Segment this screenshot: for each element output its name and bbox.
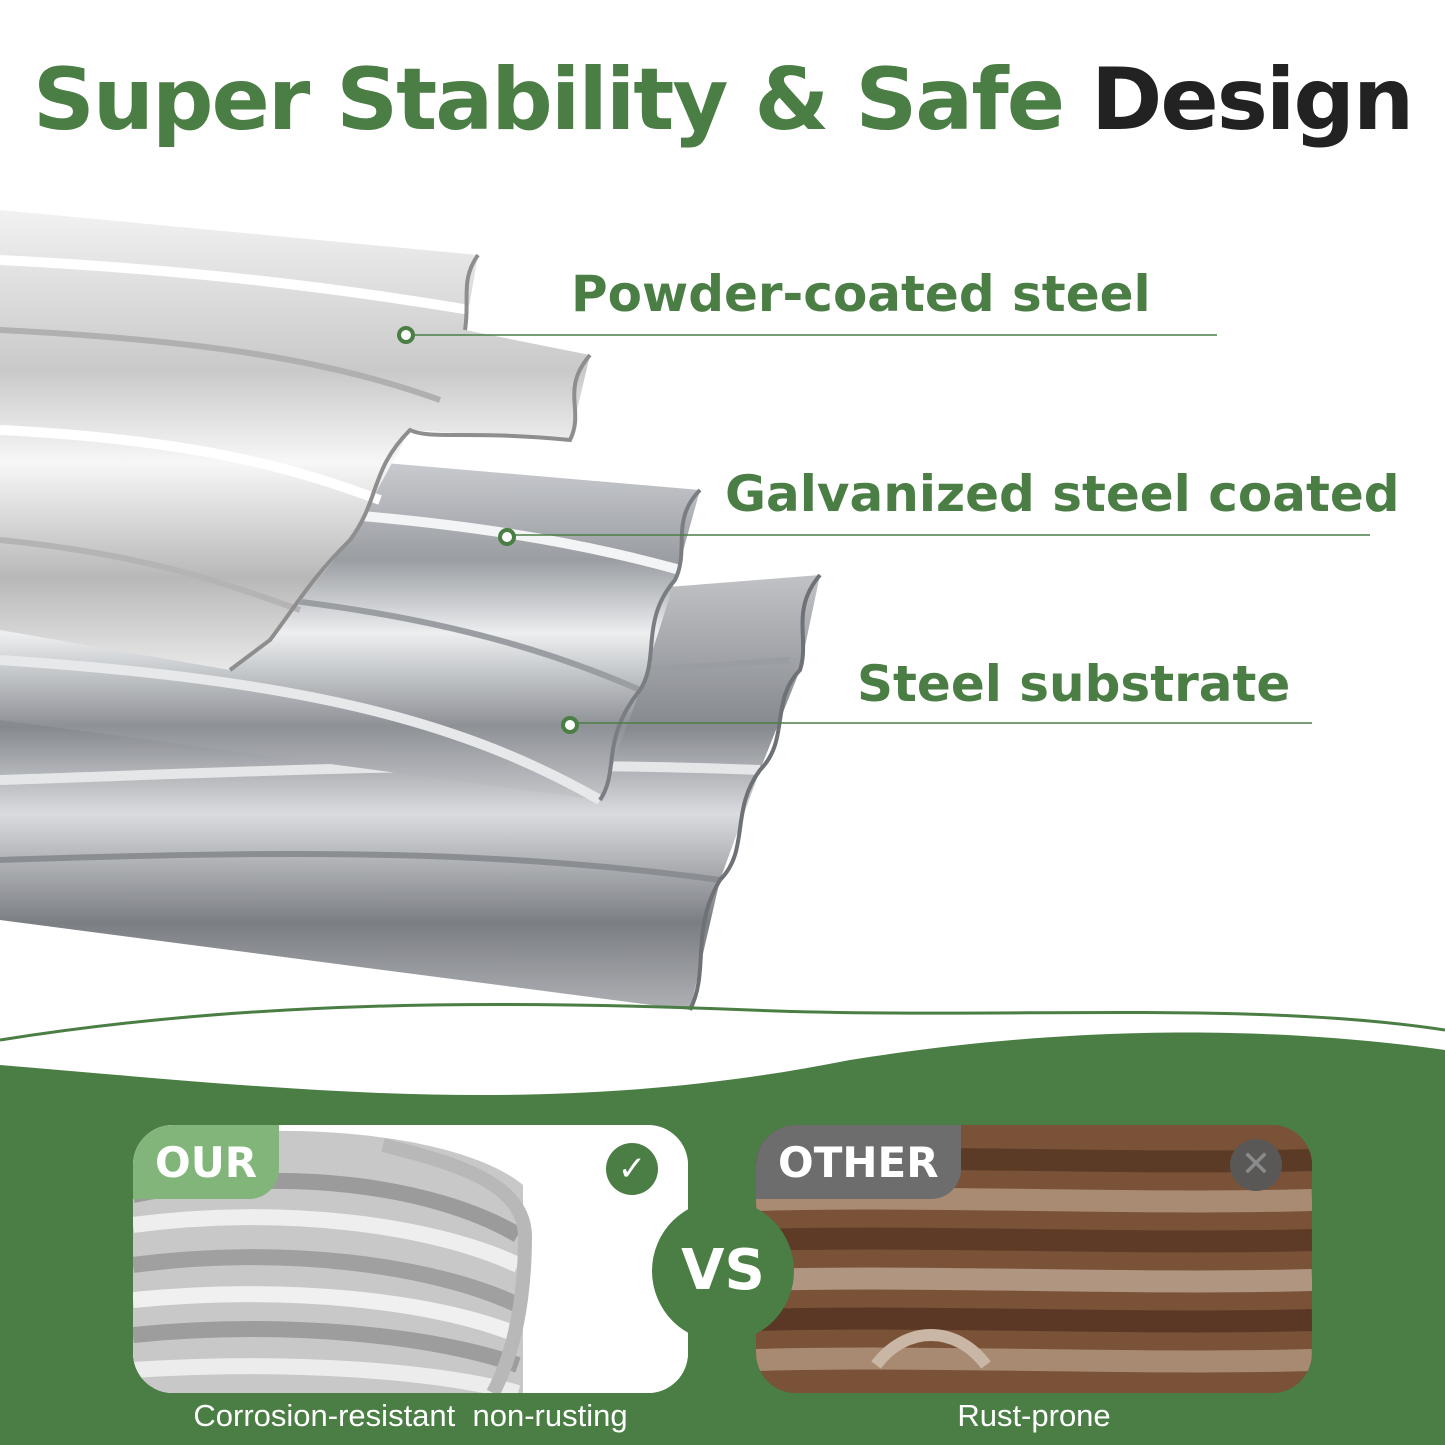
leader-line-galvanized bbox=[498, 528, 1370, 546]
other-product-card: OTHER ✕ bbox=[756, 1125, 1312, 1393]
vs-badge: VS bbox=[652, 1200, 794, 1342]
headline-dark-part: Design bbox=[1091, 50, 1414, 150]
leader-line-substrate bbox=[561, 716, 1312, 734]
layer-label-powder-coated: Powder-coated steel bbox=[571, 265, 1151, 323]
other-caption: Rust-prone bbox=[957, 1398, 1111, 1433]
headline: Super Stability & Safe Design bbox=[0, 50, 1445, 150]
check-icon: ✓ bbox=[606, 1143, 658, 1195]
close-icon: ✕ bbox=[1230, 1139, 1282, 1191]
other-tag: OTHER bbox=[756, 1125, 961, 1199]
our-product-card: OUR ✓ bbox=[133, 1125, 688, 1393]
powder-coated-steel-sheet bbox=[0, 210, 592, 672]
layer-label-substrate: Steel substrate bbox=[857, 655, 1291, 713]
leader-line-powder-coated bbox=[397, 326, 1217, 344]
our-caption: Corrosion-resistant non-rusting bbox=[193, 1398, 628, 1433]
our-tag: OUR bbox=[133, 1125, 280, 1199]
layer-label-galvanized: Galvanized steel coated bbox=[725, 465, 1400, 523]
headline-green-part: Super Stability & Safe bbox=[32, 50, 1065, 150]
